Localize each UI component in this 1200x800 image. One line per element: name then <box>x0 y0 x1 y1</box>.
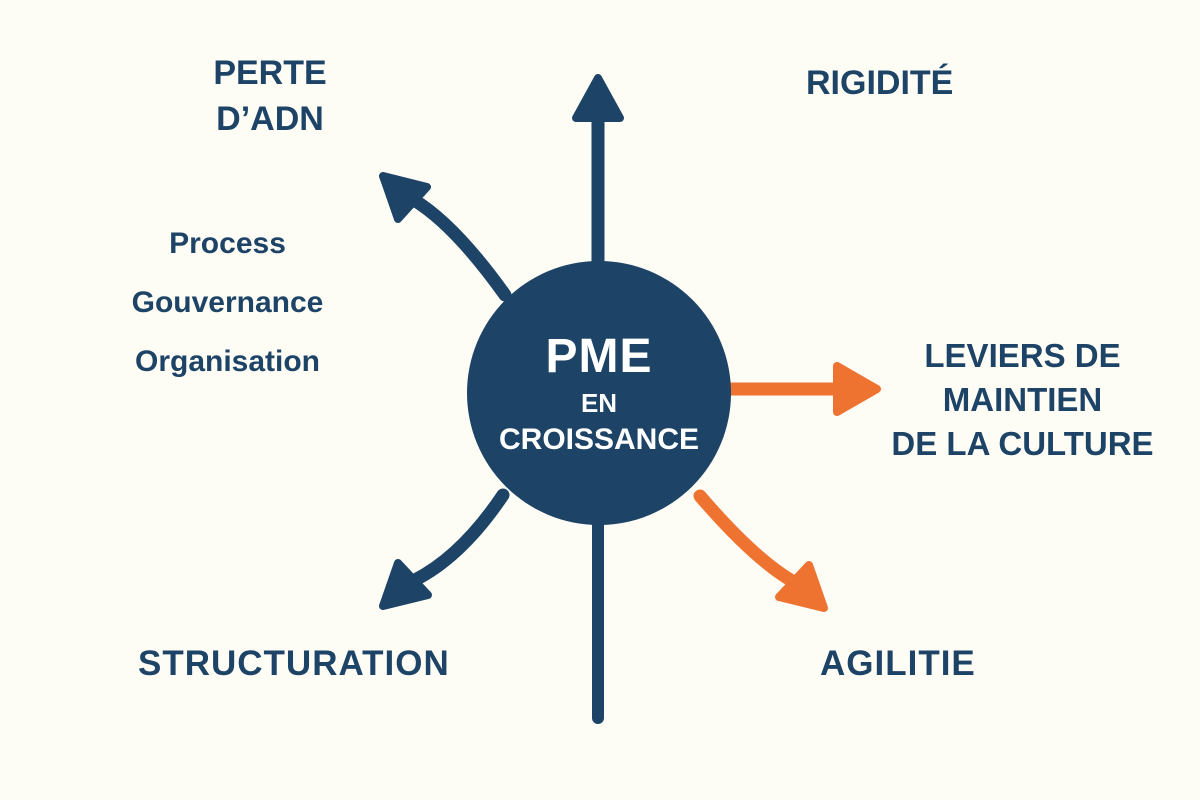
label-leviers-line3: DE LA CULTURE <box>891 425 1154 462</box>
center-node-subtitle2: CROISSANCE <box>498 423 700 456</box>
label-structuration: STRUCTURATION <box>138 644 450 683</box>
label-perte-line2: D’ADN <box>216 100 324 138</box>
label-perte-line1: PERTE <box>213 54 327 92</box>
left-factors-list: Process Gouvernance Organisation <box>95 214 360 391</box>
center-node-title: PME <box>545 330 653 383</box>
label-leviers: LEVIERS DE MAINTIEN DE LA CULTURE <box>850 334 1195 466</box>
list-item: Gouvernance <box>131 285 324 319</box>
arrow-down-left-icon <box>379 488 510 610</box>
label-leviers-line2: MAINTIEN <box>942 381 1103 418</box>
label-agilitie: AGILITIE <box>820 644 976 683</box>
list-item: Process <box>169 226 286 260</box>
center-node: PME EN CROISSANCE <box>467 261 731 525</box>
arrow-down-right-icon <box>693 489 828 612</box>
center-node-subtitle: EN <box>580 388 618 418</box>
list-item: Organisation <box>134 344 321 378</box>
label-leviers-line1: LEVIERS DE <box>924 337 1121 374</box>
label-perte-dadn: PERTE D’ADN <box>140 50 400 142</box>
label-rigidite: RIGIDITÉ <box>806 64 954 102</box>
arrow-up-left-icon <box>379 172 512 302</box>
